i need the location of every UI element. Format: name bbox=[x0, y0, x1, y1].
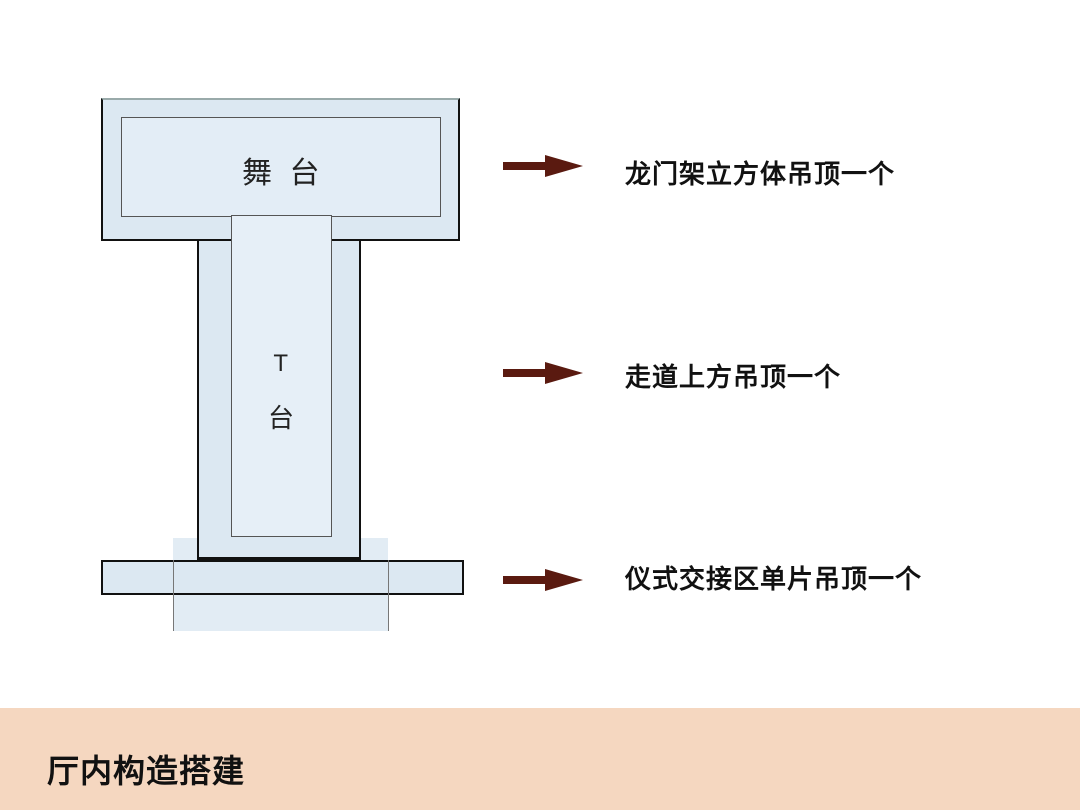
t-stage-label-tai: 台 bbox=[268, 404, 295, 434]
ceremony-divider-left bbox=[173, 560, 174, 631]
annotation-gantry-ceiling: 龙门架立方体吊顶一个 bbox=[625, 160, 896, 190]
footer-band: 厅内构造搭建 bbox=[0, 708, 1080, 810]
stage-inner-rect bbox=[121, 117, 441, 217]
ceremony-divider-right bbox=[388, 560, 389, 631]
ceremony-bar-rect bbox=[101, 560, 464, 595]
t-stage-inner-rect bbox=[231, 215, 332, 537]
arrow-right-icon bbox=[503, 155, 583, 177]
arrow-right-icon bbox=[503, 569, 583, 591]
annotation-ceremony-ceiling: 仪式交接区单片吊顶一个 bbox=[625, 565, 923, 595]
footer-title: 厅内构造搭建 bbox=[47, 752, 246, 790]
stage-label: 舞 台 bbox=[242, 156, 324, 191]
annotation-aisle-ceiling: 走道上方吊顶一个 bbox=[625, 363, 842, 393]
t-stage-label-t: T bbox=[274, 352, 288, 377]
t-stage-bottom-edge bbox=[197, 538, 361, 560]
arrow-right-icon bbox=[503, 362, 583, 384]
